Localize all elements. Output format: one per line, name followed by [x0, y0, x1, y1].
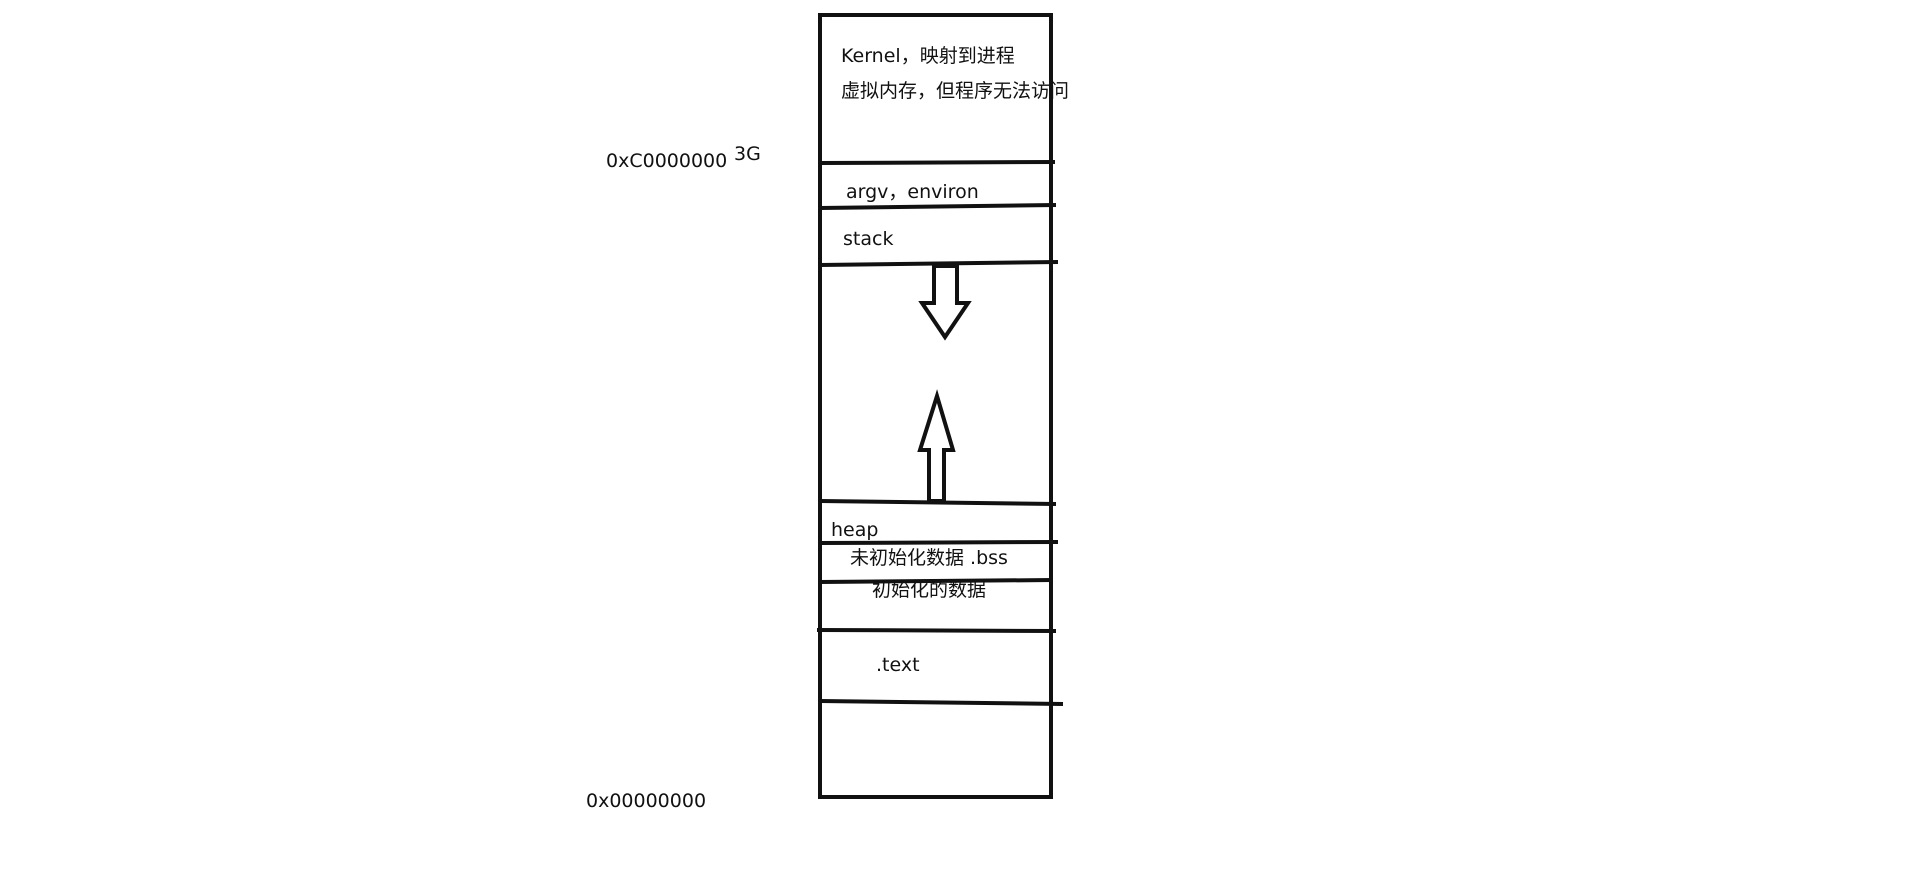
- top-size-label: 3G: [734, 143, 761, 165]
- text-segment-label: .text: [876, 654, 920, 676]
- divider-bss-data: [819, 578, 1054, 584]
- bss-label: 未初始化数据 .bss: [850, 547, 1008, 569]
- divider-data-text: [816, 628, 1057, 633]
- down-arrow-icon: [918, 264, 972, 341]
- divider-argv-stack: [819, 203, 1057, 210]
- memory-column-frame: [818, 13, 1053, 799]
- stack-label: stack: [843, 228, 894, 250]
- top-address-label: 0xC0000000: [606, 150, 728, 172]
- argv-environ-label: argv，environ: [846, 181, 979, 203]
- up-arrow-icon: [917, 389, 956, 503]
- divider-heap-bss: [819, 540, 1059, 545]
- kernel-label-line2: 虚拟内存，但程序无法访问: [841, 80, 1070, 102]
- heap-label: heap: [831, 519, 879, 541]
- kernel-label-line1: Kernel，映射到进程: [841, 45, 1015, 67]
- bottom-address-label: 0x00000000: [586, 790, 707, 812]
- divider-text-bottom: [819, 699, 1064, 706]
- data-label: 初始化的数据: [872, 579, 987, 601]
- divider-kernel-argv: [819, 160, 1056, 165]
- divider-stack-free: [819, 260, 1059, 267]
